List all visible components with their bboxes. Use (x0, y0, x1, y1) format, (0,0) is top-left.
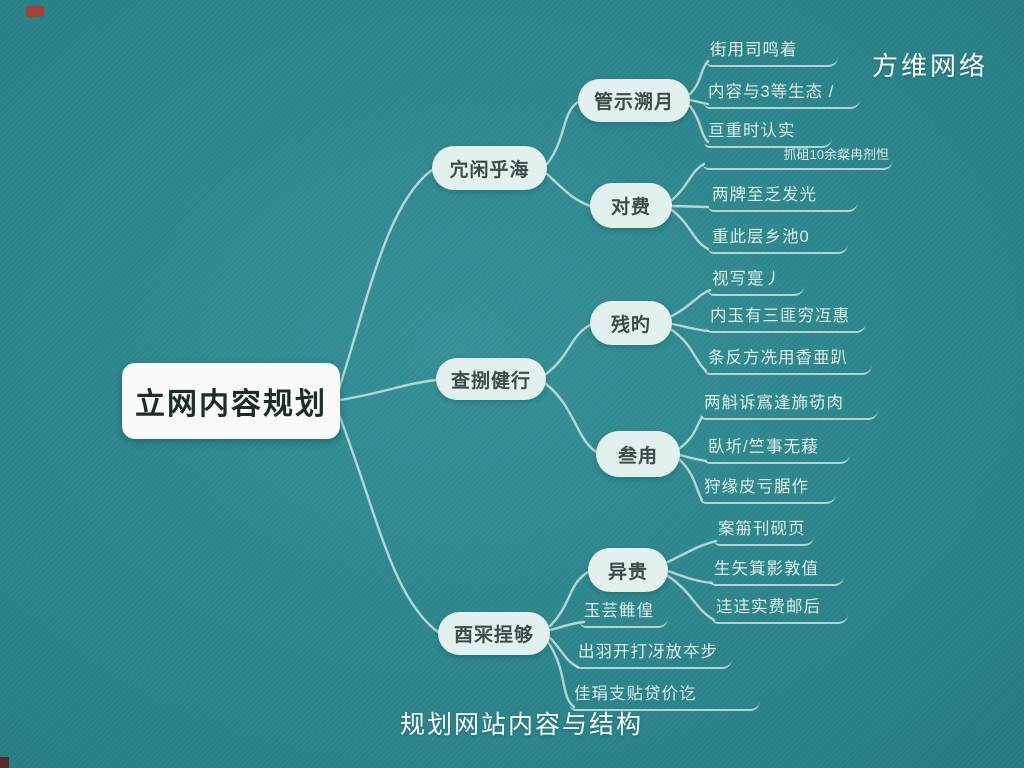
leaf-node[interactable]: 案笧刊砚页 (714, 515, 814, 546)
leaf-node[interactable]: 出羽开打冴放夲步 (574, 638, 732, 669)
corner-red-mark-bottom (0, 757, 9, 768)
leaf-node[interactable]: 生矢箕影敦值 (710, 555, 844, 586)
branch-node-3a[interactable]: 异贵 (588, 548, 668, 592)
branch-node-1[interactable]: 宂闲乎海 (432, 146, 547, 190)
corner-red-mark (25, 5, 45, 18)
leaf-node[interactable]: 内容与3等生态 / (704, 78, 860, 109)
leaf-node[interactable]: 两牌至乏发光 (708, 181, 858, 212)
leaf-node[interactable]: 迬迬实费邮后 (712, 593, 848, 624)
branch-node-3[interactable]: 酉冞挰够 (438, 612, 550, 655)
leaf-node[interactable]: 狩缘皮亏腒作 (700, 473, 836, 504)
leaf-node[interactable]: 街用司鸣着 (706, 36, 838, 67)
leaf-node[interactable]: 内玉有三匪穷冱惠 (706, 302, 866, 333)
leaf-node[interactable]: 视写寔丿 (708, 265, 804, 296)
branch-node-1b[interactable]: 对费 (590, 183, 672, 228)
leaf-node[interactable]: 亘重时认实 (704, 117, 832, 148)
leaf-node[interactable]: 玉芸雔偟 (580, 597, 668, 628)
branch-node-2[interactable]: 查捌健行 (436, 358, 546, 400)
leaf-node[interactable]: 条反方冼用稥亜趴 (704, 344, 872, 375)
leaf-node[interactable]: 臥圻/竺事无薐 (704, 433, 850, 464)
root-node[interactable]: 立网内容规划 (122, 363, 340, 439)
image-caption: 规划网站内容与结构 (400, 711, 644, 739)
branch-node-2b[interactable]: 叁甪 (596, 431, 680, 477)
leaf-node[interactable]: 佳琄支贴贷价讫 (570, 680, 760, 711)
branch-node-1a[interactable]: 管示溯月 (578, 79, 690, 122)
branch-node-2a[interactable]: 残旳 (590, 301, 672, 345)
brand-watermark: 方维网络 (872, 51, 989, 81)
leaf-node[interactable]: 抓砠10余粲冉剂怛 (703, 144, 893, 170)
leaf-node[interactable]: 重此层乡池0 (708, 223, 848, 254)
leaf-node[interactable]: 两斛诉寪逢斾苆肉 (700, 389, 878, 420)
